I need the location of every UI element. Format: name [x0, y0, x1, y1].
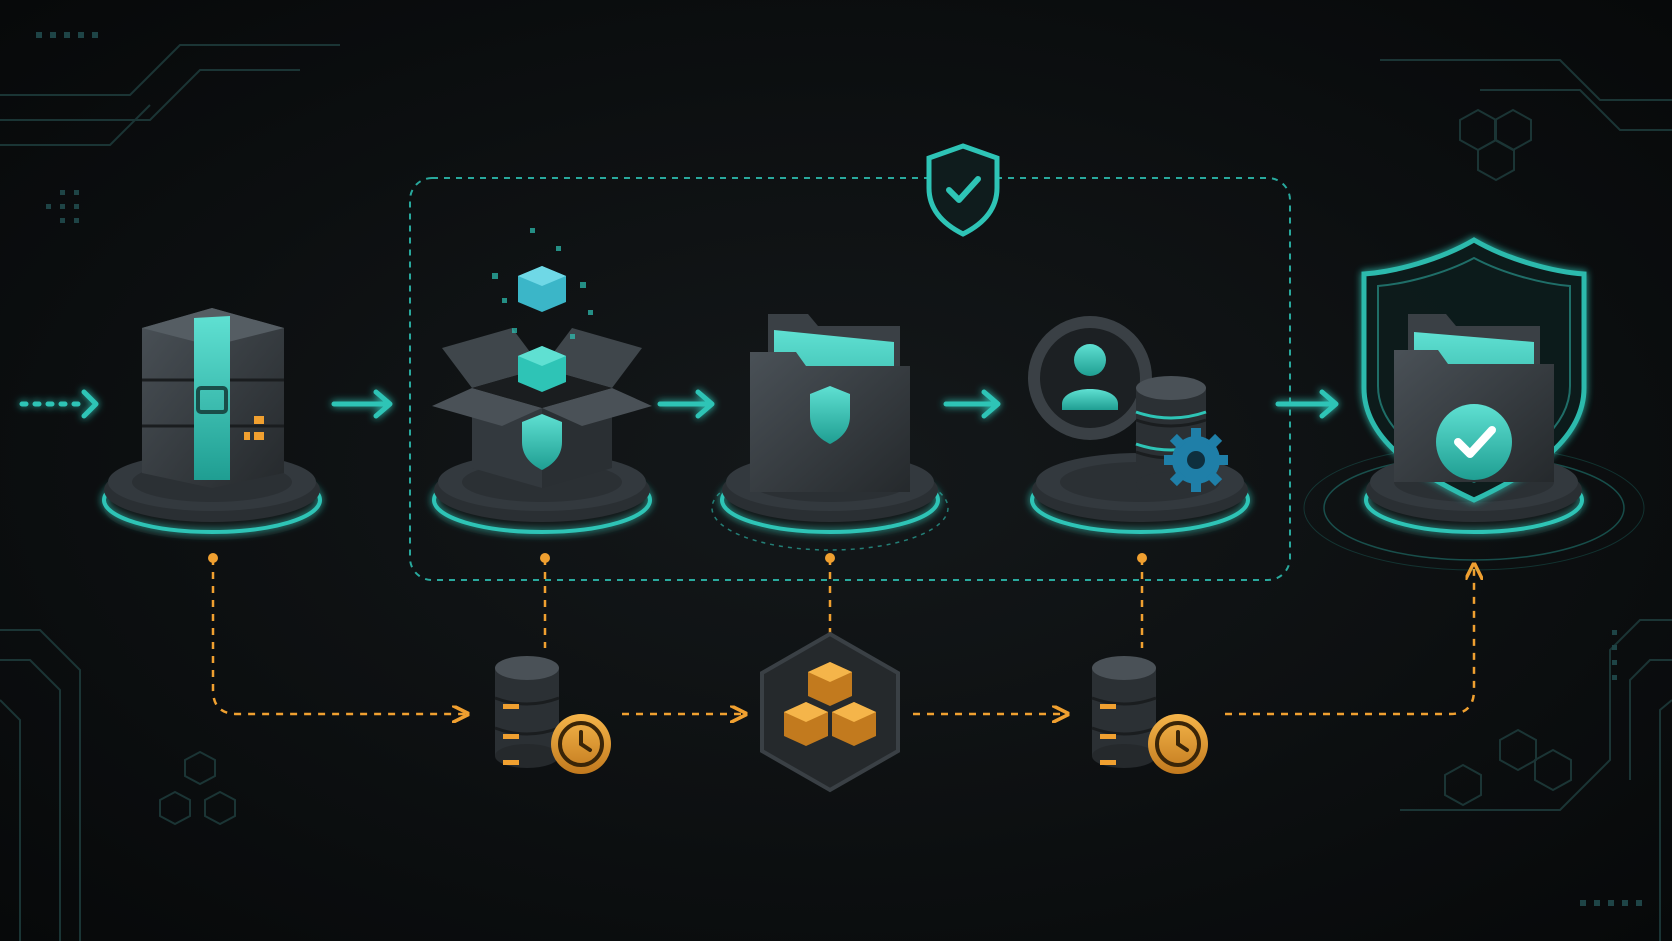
open-box-shield-icon	[432, 228, 652, 488]
user-avatar-icon	[1028, 316, 1152, 440]
data-particles	[492, 228, 593, 339]
entry-arrow	[19, 389, 99, 419]
stage-verified-folder	[1303, 237, 1645, 571]
flow-arrows	[19, 389, 1339, 419]
cube-left	[784, 702, 828, 746]
stage-archive	[104, 308, 320, 540]
backup-connection-dots	[208, 553, 1147, 563]
check-badge-icon	[1436, 404, 1512, 480]
stage-secure-folder	[711, 314, 949, 551]
gear-icon	[1164, 428, 1228, 492]
circuit-decoration	[0, 44, 1672, 941]
backup-package-cluster	[760, 631, 900, 793]
verified-folder-shield-icon	[1394, 314, 1554, 482]
arrow-3-4	[943, 389, 1001, 419]
box-shield-icon	[522, 414, 562, 470]
backup-path	[211, 558, 1474, 714]
database-clock-icon	[1091, 656, 1208, 774]
backup-snapshot-db-1	[494, 656, 611, 774]
backup-snapshot-db-2	[1091, 656, 1208, 774]
secure-zone-shield-icon	[926, 143, 1000, 237]
stage-user-database	[1028, 316, 1248, 540]
shield-folder-icon	[750, 314, 910, 492]
stage-unpack	[432, 228, 652, 540]
arrow-1-2	[331, 389, 393, 419]
arrow-2-3	[657, 389, 715, 419]
user-database-gear-icon	[1028, 316, 1228, 496]
arrow-4-5	[1275, 389, 1339, 419]
archive-box-icon	[142, 308, 284, 488]
floating-cube-upper	[518, 266, 566, 312]
database-clock-icon	[494, 656, 611, 774]
secure-zone-boundary	[409, 177, 1291, 581]
folder-shield-icon	[810, 386, 850, 444]
dot-matrix-decoration	[36, 32, 1642, 906]
floating-cube-lower	[518, 346, 566, 392]
cube-top	[808, 662, 852, 706]
cubes-hexagon-icon	[760, 631, 900, 793]
cube-right	[832, 702, 876, 746]
